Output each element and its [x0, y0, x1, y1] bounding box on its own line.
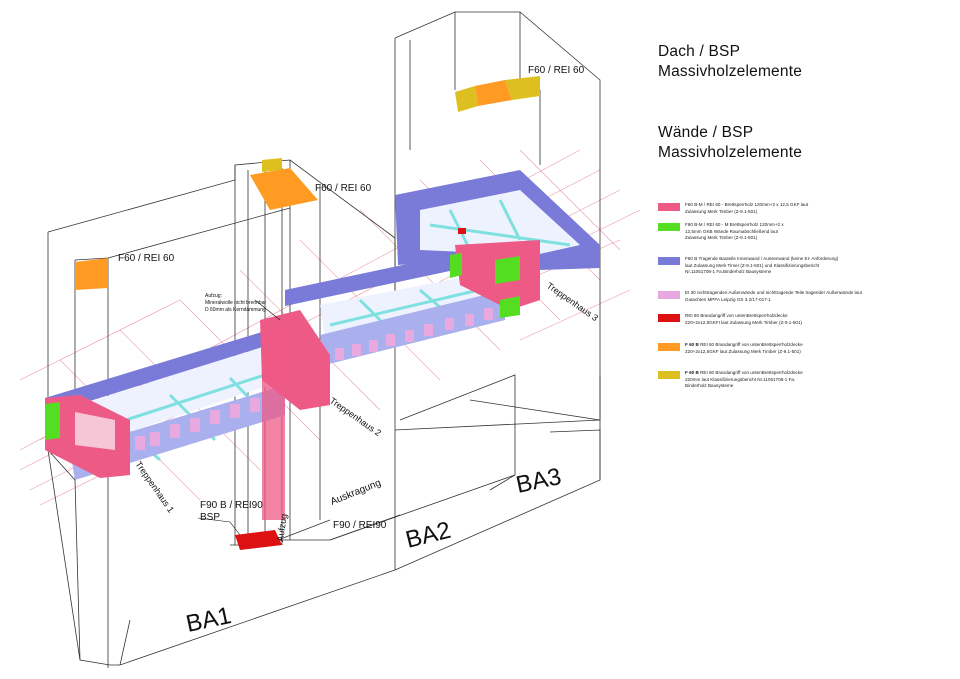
walls-heading-line2: Massivholzelemente	[658, 144, 803, 161]
legend-swatch	[658, 203, 680, 211]
legend-text: F 60 B REI 60 Brandangriff von untenBret…	[685, 370, 955, 390]
legend-line: Binderholz Bausysteme	[685, 383, 734, 389]
walls-heading-line1: Wände / BSP	[658, 124, 754, 141]
legend-swatch	[658, 343, 680, 351]
legend-text: F60 B-M / REI 60 - Brettsperrholz 120mm+…	[685, 202, 955, 215]
legend-line: Zulassung Merk Timber (Z-9.1-501)	[685, 235, 758, 241]
legend-swatch	[658, 257, 680, 265]
label-aufzug: Aufzug	[275, 513, 289, 542]
label-treppenhaus-2: Treppenhaus 2	[328, 395, 383, 438]
legend-swatch	[658, 314, 680, 322]
legend-line: laut Zulassung Merk Timer (Z-9.1-501) un…	[685, 262, 820, 268]
legend-line: 220+2x12,5GKF laut Zulassung Merk Timber…	[685, 348, 801, 354]
roof-patch-mid	[250, 158, 318, 210]
label-auskragung: Auskragung	[329, 478, 383, 508]
legend-text: F60 B Tragende Bauteile Innenwand / Auss…	[685, 256, 955, 276]
label-aufzug-note-2: Mineralwolle nicht brennbar	[205, 300, 266, 306]
label-treppenhaus-3: Treppenhaus 3	[545, 280, 600, 323]
label-roof-left: F60 / REI 60	[118, 253, 175, 264]
legend-line: 220mm laut Klassifizierungsbericht Nr.11…	[685, 376, 796, 382]
legend-text: F 60 B REI 60 Brandangriff von untenBret…	[685, 342, 955, 355]
label-roof-mid: F60 / REI 60	[315, 183, 372, 194]
roof-patch-left	[75, 258, 108, 290]
legend-swatch	[658, 223, 680, 231]
legend-line: Zulassung Merk Timber (Z-9.1-501)	[685, 208, 758, 214]
legend-text: F60 B-M / REI 60 - M Brettsperrholz 120m…	[685, 222, 955, 242]
legend-text: REI 90 Brandangriff von untenBrettsperrh…	[685, 313, 955, 326]
label-treppenhaus-1: Treppenhaus 1	[133, 459, 176, 514]
label-aufzug-note-3: D 60mm als Kerndämmung	[205, 307, 266, 313]
legend-line: F60 B Tragende Bauteile Innenwand / Auss…	[685, 256, 839, 261]
legend-bold: F 60 B	[685, 370, 699, 375]
label-ba2: BA2	[403, 517, 454, 554]
legend-line: REI 90 Brandangriff von untenBrettsperrh…	[685, 313, 788, 318]
roof-heading-line2: Massivholzelemente	[658, 63, 803, 80]
roof-patch-right	[455, 76, 540, 112]
legend-line: F 60 B REI 60 Brandangriff von untenBret…	[685, 370, 955, 377]
legend-swatch	[658, 371, 680, 379]
legend-line: F 60 B REI 60 Brandangriff von untenBret…	[685, 342, 955, 349]
legend-line: Nr.11051708-1 Fa.Binderholz Bausysteme	[685, 269, 772, 275]
rei90-base	[235, 530, 282, 550]
label-aufzug-note-1: Aufzug:	[205, 293, 222, 299]
legend-line: F60 B-M / REI 60 - M Brettsperrholz 120m…	[685, 222, 784, 227]
legend-swatch	[658, 291, 680, 299]
walls-heading: Wände / BSP Massivholzelemente	[658, 123, 802, 163]
roof-heading: Dach / BSP Massivholzelemente	[658, 42, 802, 82]
legend-text: EI 30 nichttragenden Außenwände und nich…	[685, 290, 955, 303]
legend-line: 220+2x12,5GKFI laut Zulassung Merk Timbe…	[685, 319, 803, 325]
legend-line: EI 30 nichttragenden Außenwände und nich…	[685, 290, 862, 295]
legend-line: Gutachten MPFA Leipzig GS 3.2/17-017-1	[685, 296, 771, 302]
label-f90-line1: F90 B / REI90	[200, 500, 263, 511]
legend-line-rest: REI 60 Brandangriff von untenBrettsperrh…	[698, 370, 803, 375]
label-ba1: BA1	[184, 602, 234, 638]
label-f90-line2: BSP	[200, 512, 220, 523]
roof-heading-line1: Dach / BSP	[658, 43, 741, 60]
legend-bold: F 60 B	[685, 342, 699, 347]
label-f90-right: F90 / REI90	[333, 520, 387, 531]
legend-line: F60 B-M / REI 60 - Brettsperrholz 120mm+…	[685, 202, 809, 207]
label-ba3: BA3	[514, 463, 564, 499]
leader-lines	[197, 299, 281, 536]
corridor-building	[45, 170, 600, 520]
label-roof-right: F60 / REI 60	[528, 65, 585, 76]
legend-line-rest: REI 60 Brandangriff von untenBrettsperrh…	[698, 342, 803, 347]
legend-line: 12,5mm GKB Wände Raumabschließend laut	[685, 228, 778, 234]
